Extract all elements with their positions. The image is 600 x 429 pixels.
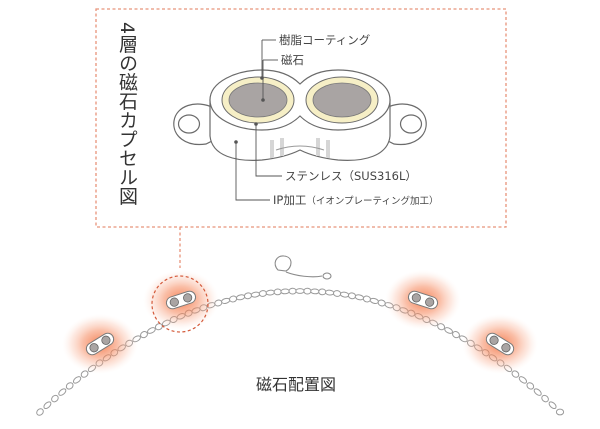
label-stainless-main: ステンレス (285, 169, 343, 183)
label-stainless: ステンレス（SUS316L） (285, 169, 417, 183)
chain-link (452, 331, 460, 339)
chain-link (250, 291, 261, 298)
chain-link (362, 295, 371, 303)
chain-link (339, 291, 350, 298)
chain-link (555, 408, 565, 416)
chain-magnet-capsule (485, 332, 515, 356)
label-ip-plating: IP加工（イオンプレーティング加工） (273, 193, 438, 209)
chain-link (273, 288, 282, 296)
callout-frame (95, 8, 507, 228)
label-ip-main: IP加工 (273, 193, 307, 207)
label-magnet: 磁石 (281, 53, 304, 67)
highlight-circle (151, 275, 209, 333)
chain-link (43, 401, 52, 410)
chain-link (548, 401, 557, 410)
chain-link (333, 290, 342, 297)
chain-link (229, 295, 238, 303)
chain-link (36, 408, 44, 416)
capsule-illustration (173, 69, 427, 161)
label-stainless-grade: （SUS316L） (342, 169, 417, 183)
chain-link (235, 294, 246, 301)
chain-link (354, 294, 365, 301)
chain-link (518, 376, 528, 384)
chain-link (310, 288, 320, 295)
chain-link (58, 388, 67, 396)
leader-lines (234, 39, 282, 201)
clasp (274, 255, 332, 280)
chain-magnet-capsule (407, 290, 439, 310)
chain-magnet-capsule (85, 332, 115, 356)
chain-link (318, 288, 327, 296)
chain-link (288, 287, 297, 295)
chain-link (533, 388, 542, 396)
chain-link (295, 288, 305, 294)
capsule-title: 4層の磁石カプセル図 (116, 22, 138, 206)
chain-link (72, 376, 82, 384)
label-ip-detail: （イオンプレーティング加工） (306, 196, 439, 207)
chain-link (280, 288, 290, 295)
chain-link (265, 289, 275, 296)
magnet-glows (62, 270, 538, 374)
chain-magnets (85, 290, 515, 356)
chain-link (243, 292, 253, 300)
chain-magnet-capsule (165, 290, 197, 310)
magnet-layout-caption: 磁石配置図 (256, 375, 337, 394)
chain-link (369, 297, 379, 304)
chain-link (303, 287, 312, 295)
label-resin-coating: 樹脂コーティング (279, 33, 371, 47)
chain-link (377, 299, 386, 307)
chain-link (147, 327, 156, 334)
chain-link (541, 394, 549, 403)
chain-link (526, 382, 535, 390)
chain-link (258, 290, 267, 297)
chain-link (221, 297, 231, 304)
chain-link (140, 331, 148, 339)
chain-link (325, 289, 335, 296)
chain-link (347, 292, 357, 300)
chain-link (65, 382, 74, 390)
chain-link (51, 394, 59, 403)
chain-link (444, 327, 453, 334)
